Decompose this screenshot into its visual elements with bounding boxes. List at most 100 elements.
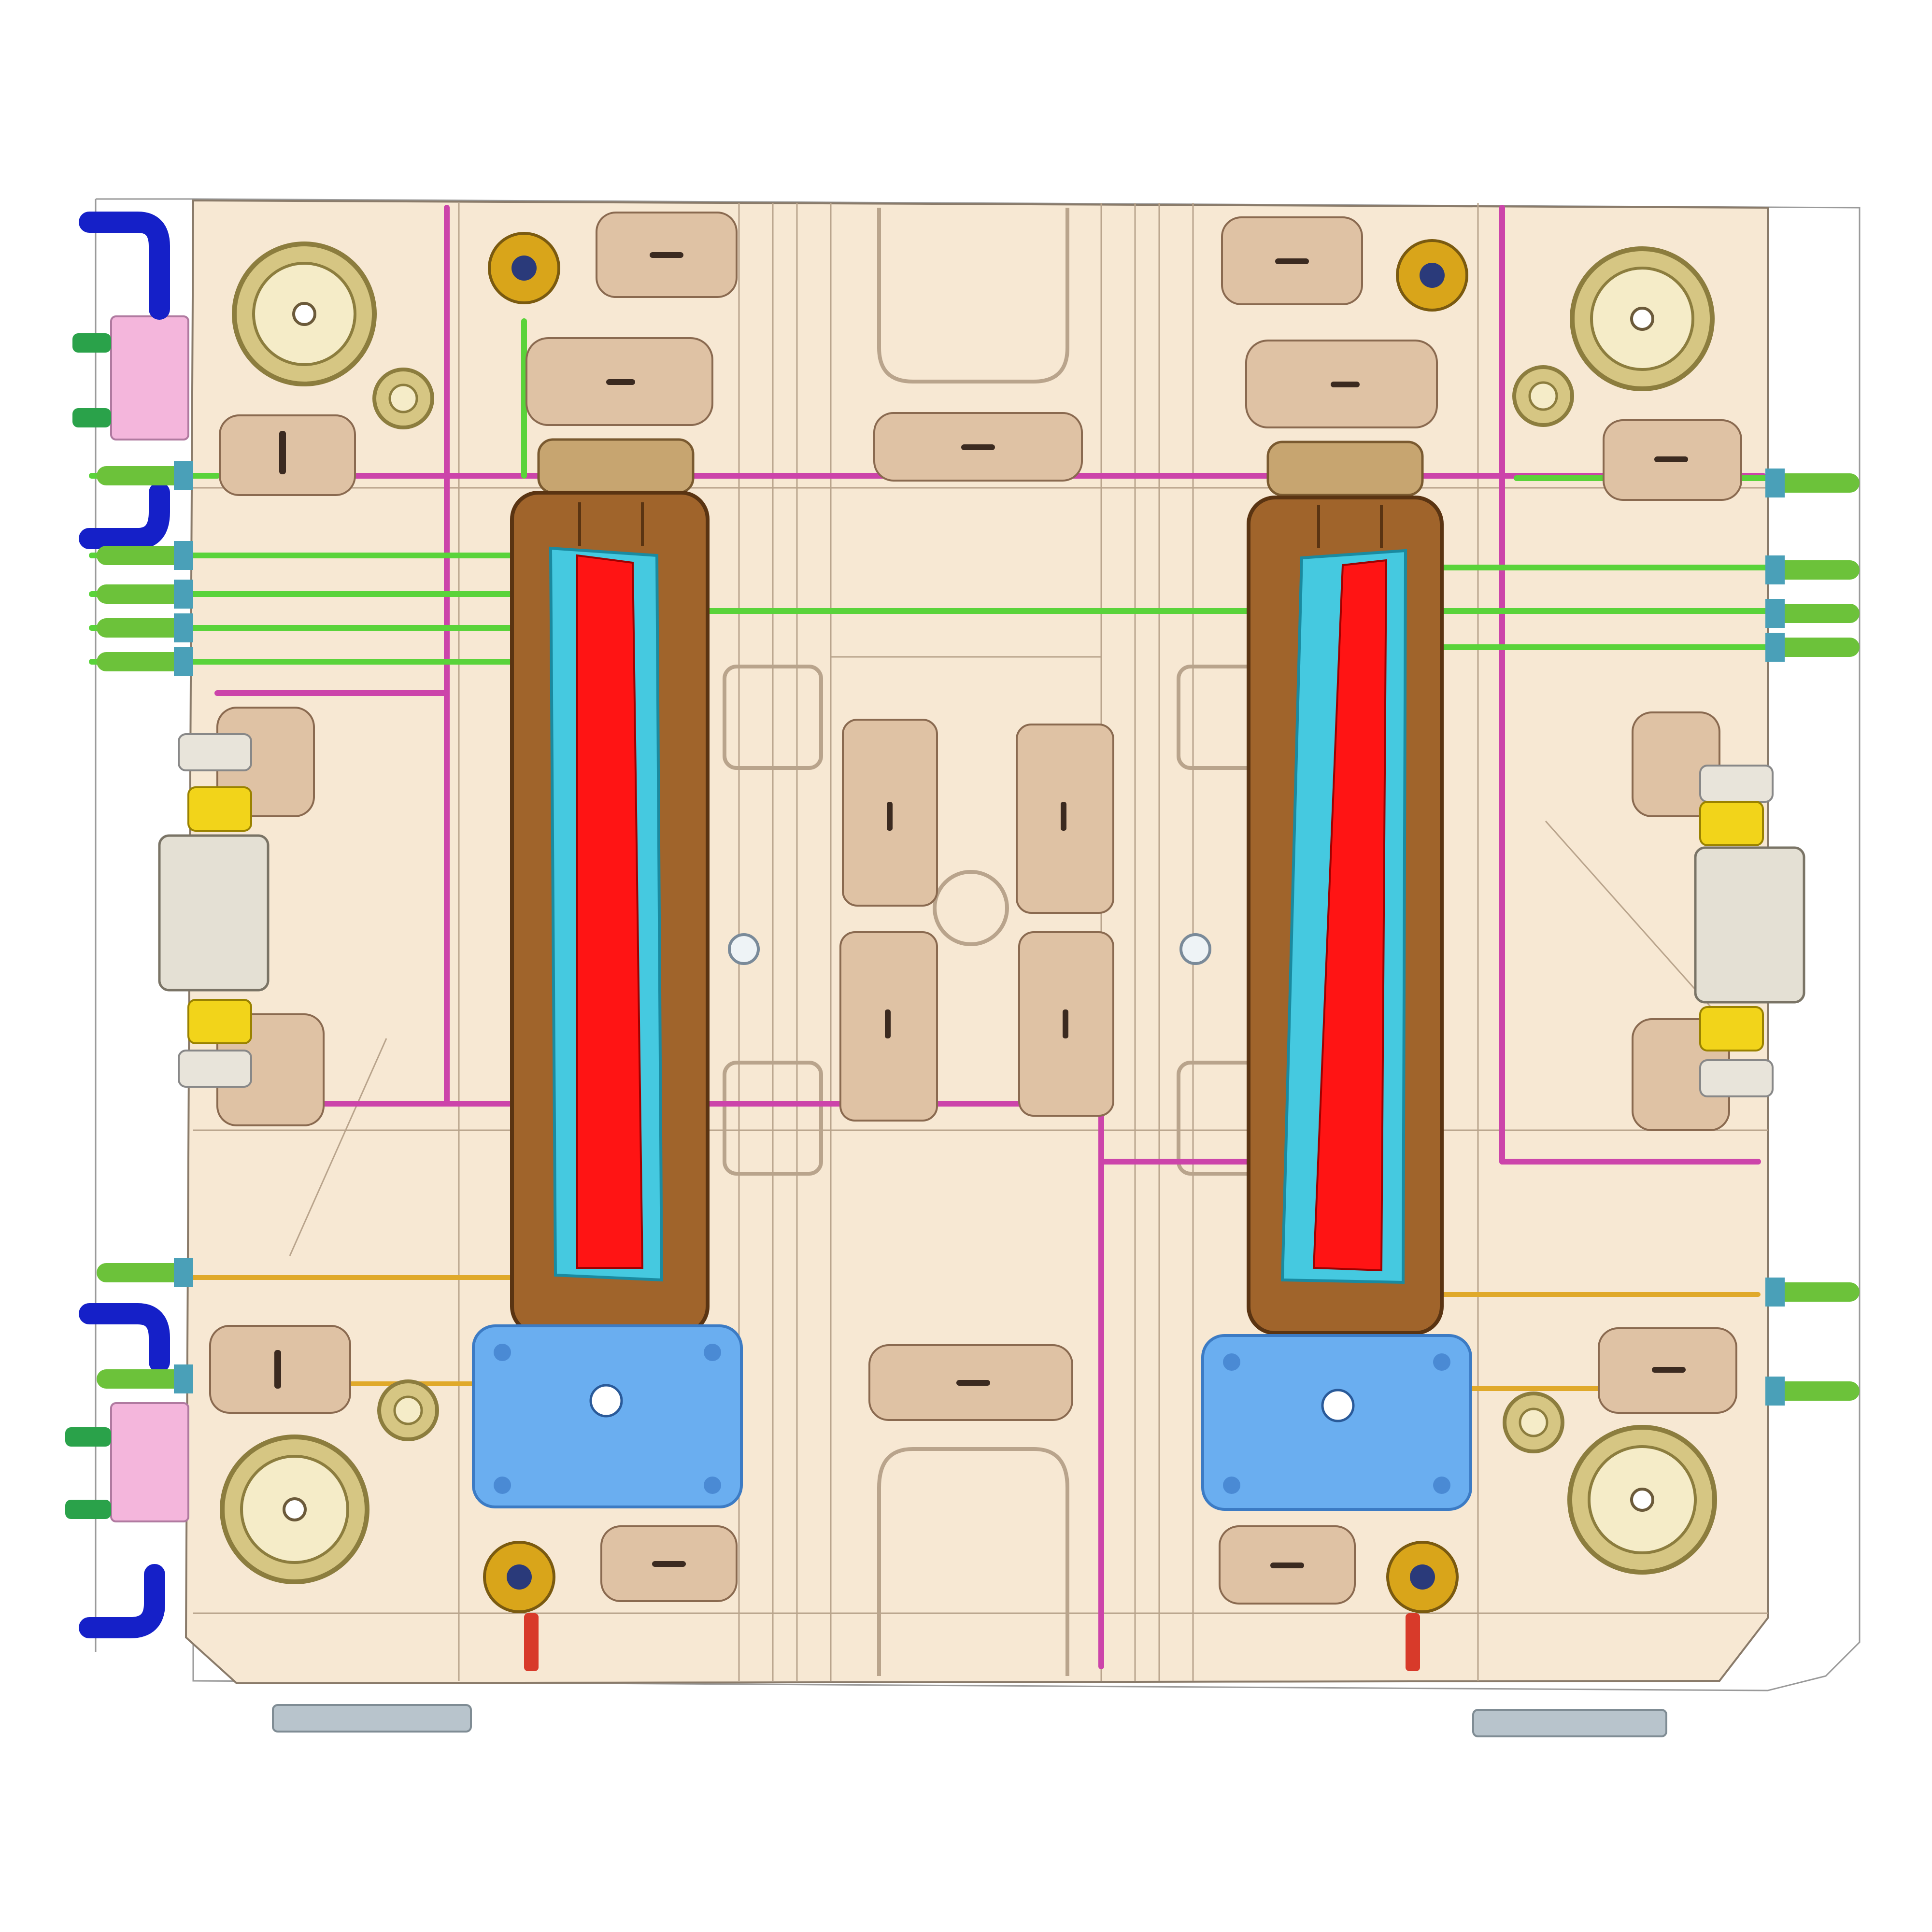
support-plate <box>1632 711 1720 817</box>
pink-connector-block <box>110 315 189 440</box>
support-plates <box>209 212 1742 1605</box>
vent-hole <box>1179 933 1211 965</box>
leader-pin-hole <box>1630 1488 1654 1512</box>
foot-bar-left <box>272 1704 472 1733</box>
ejector-block-screw <box>704 1344 721 1361</box>
pink-connector-block <box>110 1402 189 1522</box>
support-plate <box>600 1525 738 1602</box>
blue-hose <box>79 212 170 320</box>
slide-left <box>510 438 710 1335</box>
ejector-block-hole <box>1321 1389 1355 1422</box>
green-fittings-left <box>65 333 111 1519</box>
foot-bars <box>272 1704 1667 1737</box>
center-pad-outline-left <box>723 665 823 770</box>
top-center-u-channel <box>877 208 1069 384</box>
support-plate <box>868 1344 1073 1421</box>
edge-fitting-left <box>97 647 193 676</box>
support-plate <box>219 414 356 496</box>
ejector-block-hole <box>589 1384 623 1418</box>
edge-fitting-left <box>97 461 193 490</box>
central-pad <box>1016 724 1114 914</box>
blue-hose <box>79 1303 170 1373</box>
side-lock-pin <box>178 1050 252 1088</box>
outer-frame-outline <box>192 198 1861 1691</box>
ejector-block-screw <box>1223 1353 1240 1371</box>
ejector-block-screw <box>494 1344 511 1361</box>
sprue-pin <box>524 1613 539 1671</box>
edge-fitting-left <box>97 580 193 609</box>
gold-bolts <box>483 232 1468 1613</box>
support-plate <box>1219 1525 1356 1605</box>
guide-bushing-core <box>393 1395 423 1425</box>
ejector-block-screw <box>704 1477 721 1494</box>
green-fitting <box>65 1427 111 1447</box>
central-pad <box>842 719 938 907</box>
outer-frame <box>95 198 1861 1691</box>
guide-bushings <box>372 365 1574 1453</box>
leader-pin-bottom-left <box>220 1435 369 1584</box>
blue-hose <box>79 1564 165 1638</box>
ejector-block-left <box>472 1324 743 1508</box>
cavity-red-right <box>1312 559 1388 1272</box>
green-fitting <box>72 333 111 353</box>
leader-pin-hole <box>1630 307 1654 331</box>
bottom-center-u-channel <box>877 1447 1069 1676</box>
sprue-pin <box>1406 1613 1420 1671</box>
cooling-circuit-orange <box>186 1275 1761 1391</box>
leader-pin-hole <box>283 1497 307 1521</box>
leader-pin-top-right <box>1570 246 1715 391</box>
cavity-red-left <box>576 554 644 1269</box>
edge-fitting-left <box>97 1364 193 1393</box>
side-lock-pin <box>178 733 252 771</box>
support-plate <box>873 412 1083 482</box>
ejector-block-screw <box>494 1477 511 1494</box>
guide-bushing-core <box>1519 1407 1548 1437</box>
vent-hole <box>728 933 760 965</box>
gold-bolt-core <box>507 1564 532 1590</box>
support-plate <box>1245 340 1438 428</box>
gold-bolt-core <box>1410 1564 1435 1590</box>
ejector-block-screw <box>1223 1477 1240 1494</box>
slide-head-right <box>1266 440 1424 497</box>
guide-bushing-core <box>388 384 418 413</box>
edge-fitting-right <box>1765 633 1860 662</box>
center-pad-outline-left-low <box>723 1061 823 1176</box>
support-plate <box>209 1325 351 1414</box>
edge-fitting-left <box>97 541 193 570</box>
edge-fitting-right <box>1765 1377 1860 1406</box>
ejector-block-screw <box>1433 1353 1450 1371</box>
leader-pins <box>220 242 1717 1584</box>
leader-pin-top-left <box>232 242 377 386</box>
side-lock-left <box>158 733 270 1088</box>
side-lock-right <box>1694 765 1805 1097</box>
support-plate <box>1221 216 1363 305</box>
leader-pin-bottom-right <box>1567 1425 1717 1575</box>
plate-detail-line <box>289 1038 387 1256</box>
support-plate <box>1598 1327 1737 1414</box>
central-pad <box>839 931 938 1122</box>
slide-right <box>1247 440 1444 1335</box>
side-lock-pin <box>1699 1059 1774 1097</box>
guide-bushing-core <box>1528 381 1558 411</box>
leader-pin-hole <box>292 302 316 326</box>
slide-head-left <box>537 438 695 494</box>
vent-holes <box>728 933 1211 965</box>
support-plate <box>1603 419 1742 501</box>
blue-hose <box>79 482 170 549</box>
edge-fitting-right <box>1765 1278 1860 1307</box>
sprue-pins <box>524 1613 1420 1671</box>
gold-bolt-core <box>1420 263 1445 288</box>
center-boss-ring <box>933 870 1009 946</box>
pink-connector-blocks <box>110 315 189 1522</box>
central-pad <box>1018 931 1114 1117</box>
ejector-block-screw <box>1433 1477 1450 1494</box>
gold-bolt-core <box>511 256 537 281</box>
green-fitting <box>72 408 111 427</box>
edge-fittings <box>97 461 1860 1406</box>
green-fitting <box>65 1500 111 1519</box>
side-lock-yellow <box>1699 1006 1764 1051</box>
edge-fitting-left <box>97 1258 193 1287</box>
foot-bar-right <box>1472 1709 1667 1737</box>
